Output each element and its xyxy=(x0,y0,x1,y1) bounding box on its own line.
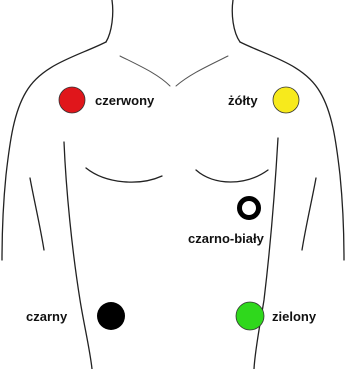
electrode-red-dot xyxy=(59,87,85,113)
electrode-green-label: zielony xyxy=(272,309,317,324)
electrode-black-white-ring xyxy=(240,199,259,218)
electrode-black-label: czarny xyxy=(26,309,68,324)
electrode-black-dot xyxy=(97,302,125,330)
electrode-red-label: czerwony xyxy=(95,93,155,108)
electrode-yellow-dot xyxy=(273,87,299,113)
electrode-black-white-label: czarno-biały xyxy=(188,231,265,246)
electrode-green-dot xyxy=(236,302,264,330)
electrode-yellow-label: żółty xyxy=(228,93,258,108)
